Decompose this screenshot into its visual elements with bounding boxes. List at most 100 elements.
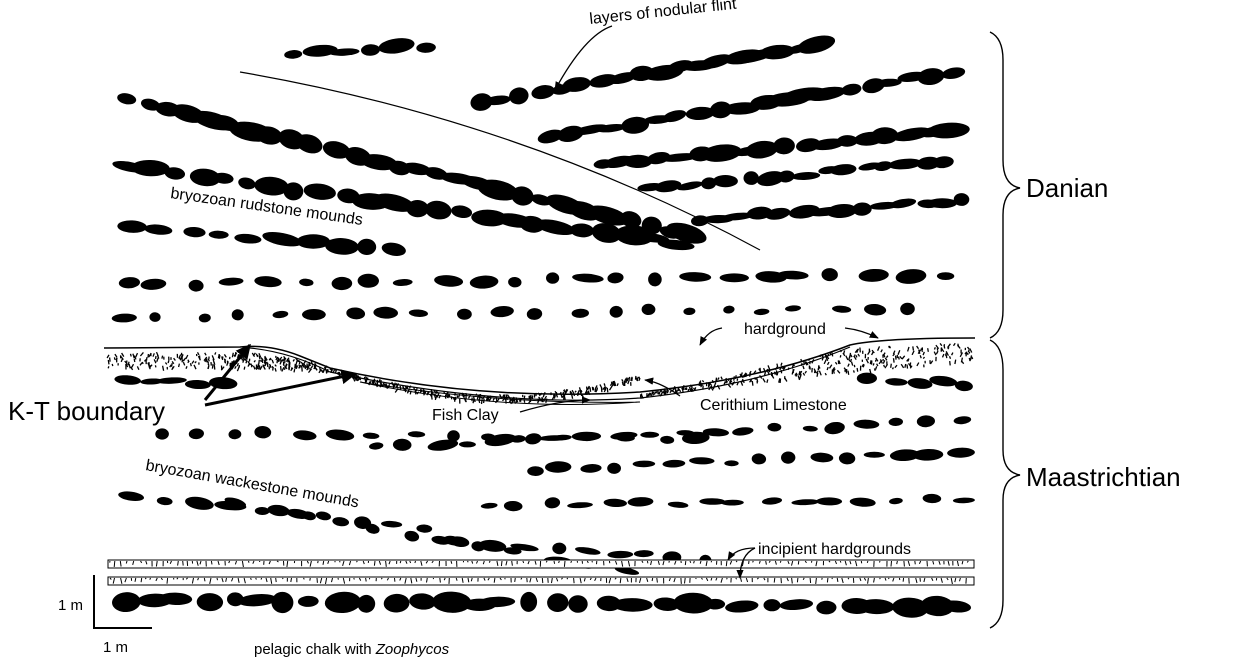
flint-nodule xyxy=(725,599,759,614)
flint-nodule xyxy=(767,423,781,432)
flint-nodule xyxy=(744,139,779,161)
flint-nodule xyxy=(450,204,473,220)
flint-nodule xyxy=(654,179,682,194)
danian-label: Danian xyxy=(1026,173,1108,203)
flint-nodule xyxy=(527,466,544,476)
flint-nodule xyxy=(271,591,294,613)
flint-nodule xyxy=(864,303,887,316)
flint-nodule xyxy=(140,278,167,291)
flint-nodule xyxy=(679,272,711,283)
flint-nodule xyxy=(803,425,818,431)
flint-nodule xyxy=(781,451,796,464)
flint-nodule xyxy=(393,438,412,451)
cerithium-limestone-band xyxy=(104,338,975,405)
flint-nodule xyxy=(916,415,935,428)
flint-nodule xyxy=(416,42,436,53)
flint-nodule xyxy=(927,121,971,140)
flint-nodule xyxy=(302,309,326,320)
flint-nodule xyxy=(237,593,277,608)
flint-nodule xyxy=(568,595,588,613)
flint-nodule xyxy=(261,229,303,249)
flint-nodule xyxy=(361,44,381,57)
flint-nodule xyxy=(325,428,355,442)
flint-nodule xyxy=(112,313,138,323)
flint-nodule xyxy=(409,309,429,318)
flint-nodule xyxy=(254,426,271,439)
flint-nodule xyxy=(824,421,846,436)
flint-nodule xyxy=(683,307,696,315)
flint-nodule xyxy=(603,498,627,507)
flint-nodule xyxy=(627,497,653,508)
flint-nodule xyxy=(791,171,820,180)
flint-nodule xyxy=(481,502,498,509)
flint-nodule xyxy=(723,305,735,314)
flint-nodule xyxy=(267,504,291,518)
pelagic-chalk-label: pelagic chalk with Zoophycos xyxy=(254,641,450,658)
flint-nodule xyxy=(839,452,856,465)
flint-nodule xyxy=(888,417,903,426)
fish-clay-label: Fish Clay xyxy=(432,407,499,424)
flint-nodule xyxy=(821,268,838,282)
flint-nodule xyxy=(773,137,796,155)
flint-nodule xyxy=(954,193,970,206)
flint-nodule xyxy=(816,601,837,615)
flint-nodule xyxy=(724,460,738,466)
flint-nodule xyxy=(922,494,941,504)
flint-nodule xyxy=(647,272,662,287)
flint-nodule xyxy=(547,593,569,613)
flint-nodule xyxy=(907,377,933,390)
flint-nodule xyxy=(634,550,654,557)
flint-nodule xyxy=(111,591,141,613)
flint-nodule xyxy=(713,175,738,187)
flint-nodule xyxy=(849,497,876,508)
flint-nodule xyxy=(751,453,766,465)
flint-nodule xyxy=(929,374,958,387)
flint-nodule xyxy=(363,432,380,439)
flint-nodule xyxy=(743,171,759,185)
flint-nodule xyxy=(118,276,140,289)
flint-nodule xyxy=(779,598,813,611)
flint-nodule xyxy=(607,551,633,559)
flint-nodule xyxy=(457,309,472,320)
flint-nodule xyxy=(324,591,362,615)
flint-nodule xyxy=(118,490,145,502)
flint-nodule xyxy=(829,163,856,176)
wackestone-mounds-label: bryozoan wackestone mounds xyxy=(144,457,360,511)
flint-nodule xyxy=(607,462,621,474)
flint-nodule xyxy=(507,85,530,106)
flint-nodule xyxy=(941,66,966,81)
flint-nodule xyxy=(889,497,903,505)
flint-nodule xyxy=(209,230,229,239)
incipient-hardground-bands xyxy=(108,560,974,585)
flint-nodule xyxy=(805,84,847,103)
flint-nodule xyxy=(293,429,317,441)
incipient-hardgrounds-label: incipient hardgrounds xyxy=(758,541,911,558)
flint-nodule xyxy=(539,435,570,441)
flint-nodule xyxy=(218,277,243,286)
flint-nodule xyxy=(689,457,715,465)
flint-nodule xyxy=(346,307,366,320)
scale-horizontal-label: 1 m xyxy=(103,639,128,656)
flint-nodule xyxy=(937,272,954,280)
flint-nodule xyxy=(699,498,725,505)
flint-nodule xyxy=(900,303,915,316)
flint-nodule xyxy=(469,275,498,290)
flint-nodule xyxy=(381,241,407,258)
zoophycos-text: Zoophycos xyxy=(375,641,450,658)
flint-nodule xyxy=(254,275,282,288)
flint-nodule xyxy=(676,180,703,192)
flint-nodule xyxy=(785,305,801,312)
flint-nodule xyxy=(478,539,507,554)
flint-nodule xyxy=(188,428,204,440)
flint-nodule xyxy=(609,305,623,318)
flint-nodule xyxy=(117,220,147,234)
flint-nodule xyxy=(580,463,602,473)
flint-nodule xyxy=(572,273,604,284)
flint-nodule xyxy=(416,524,432,533)
flint-nodule xyxy=(184,495,215,512)
flint-nodule xyxy=(668,501,689,509)
flint-nodule xyxy=(927,198,957,208)
flint-nodule xyxy=(479,596,516,607)
flint-nodule xyxy=(853,419,879,429)
